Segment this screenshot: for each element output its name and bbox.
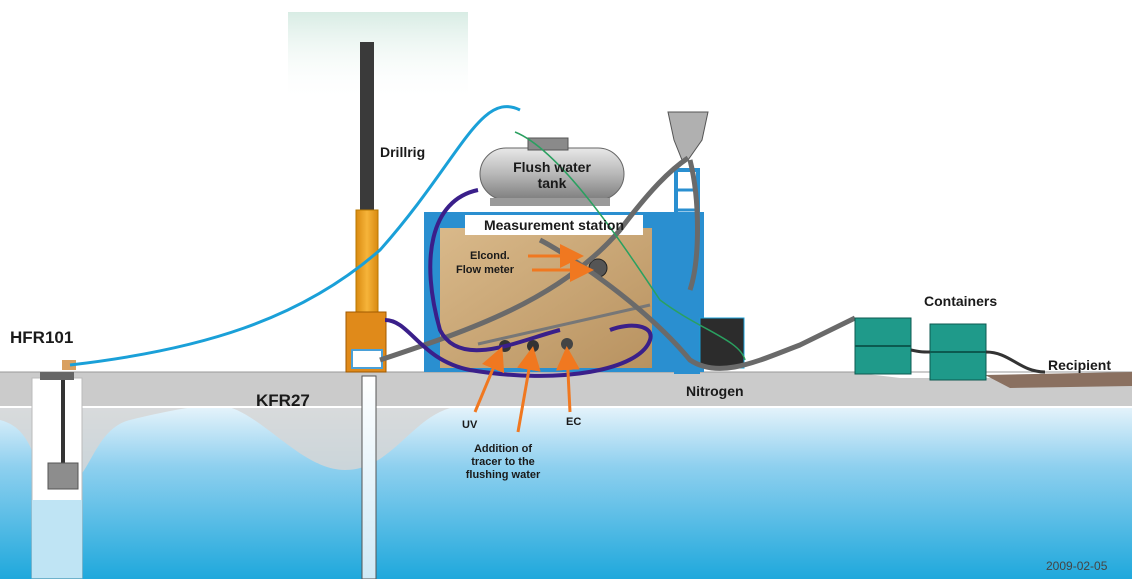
hfr101-wellhead (40, 372, 74, 380)
measurement-station-panel (440, 228, 652, 368)
nitrogen-label: Nitrogen (686, 383, 744, 399)
hfr101-pump (47, 462, 79, 490)
flow-meter-label: Flow meter (456, 264, 515, 276)
funnel (667, 111, 709, 161)
flush-water-tank (479, 137, 625, 206)
drillrig-head (351, 349, 383, 369)
purple-hose (428, 188, 561, 353)
container (929, 323, 987, 381)
hfr101-fitting (62, 360, 76, 370)
ec-arrow (555, 346, 580, 413)
containers-label: Containers (924, 293, 997, 309)
sky-haze (288, 12, 468, 102)
addition-label-line3: flushing water (466, 469, 541, 481)
date-stamp: 2009-02-05 (1046, 559, 1108, 573)
green-line (514, 131, 746, 361)
measurement-station-label: Measurement station (484, 217, 624, 233)
hfr101-water-column (32, 500, 82, 578)
drillrig-label: Drillrig (380, 144, 425, 160)
container-hose (910, 348, 1046, 374)
addition-label-line1: Addition of (474, 443, 532, 455)
measurement-station-label-bg (465, 215, 643, 235)
drillrig-mast (360, 42, 374, 212)
groundwater (0, 405, 1132, 579)
drawdown-cone (220, 405, 460, 470)
uv-arrow (473, 346, 505, 413)
hfr101-label: HFR101 (10, 328, 73, 347)
ground-surface (0, 372, 1132, 408)
ec-label: EC (566, 416, 581, 428)
nitrogen-cabinet (699, 317, 745, 369)
container (854, 317, 912, 375)
recipient-label: Recipient (1048, 357, 1111, 373)
kfr27-label: KFR27 (256, 391, 310, 410)
ec-cell (561, 338, 573, 350)
flush-tank-label-line1: Flush water (513, 159, 591, 175)
kfr27-borehole (361, 375, 377, 579)
flush-tank-label-line2: tank (538, 175, 567, 191)
elcond-label: Elcond. (470, 250, 510, 262)
tower-ladder (676, 188, 698, 352)
station-pipe (477, 303, 651, 346)
tracer-injector (527, 340, 539, 352)
addition-arrow (516, 346, 541, 433)
recipient-ditch (985, 372, 1132, 388)
addition-label-line2: tracer to the (471, 456, 535, 468)
blue-hose (69, 105, 521, 367)
uv-label: UV (462, 419, 478, 431)
